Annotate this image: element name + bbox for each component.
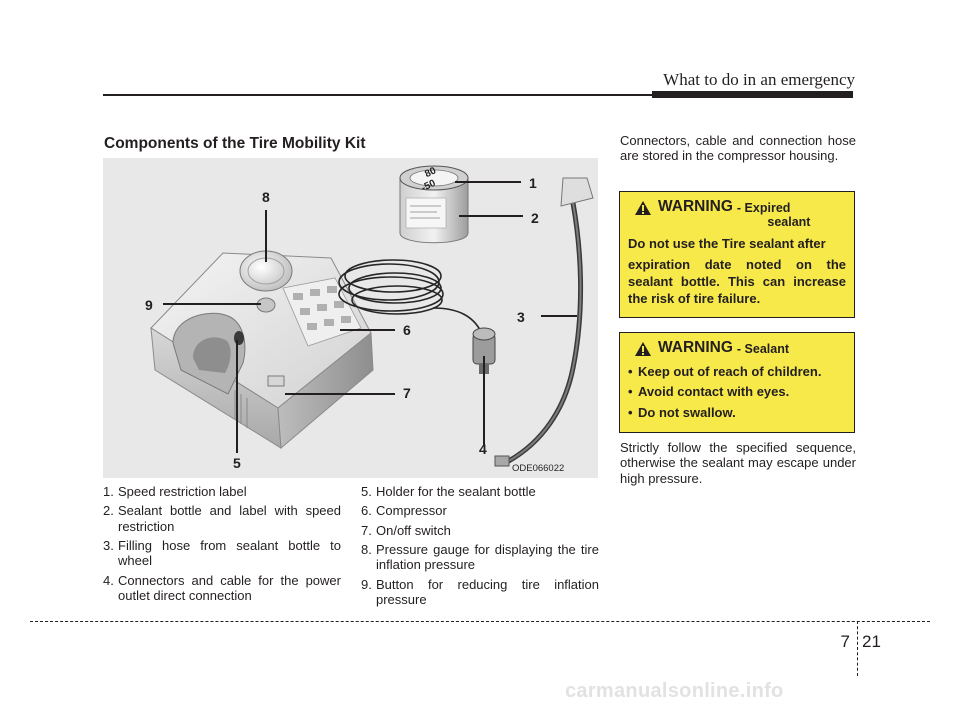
warning-word: WARNING: [658, 339, 733, 356]
footer-separator: [857, 621, 858, 676]
callout-7: 7: [403, 385, 411, 401]
page-number: 21: [862, 632, 881, 651]
warning-body: Do not use the Tire sealant after expira…: [628, 236, 846, 308]
warning-subtitle-line1: - Expired: [736, 201, 791, 215]
legend-item: 4.Connectors and cable for the power out…: [103, 573, 341, 604]
warning-subtitle: - Expired sealant: [737, 201, 841, 229]
callout-3: 3: [517, 309, 525, 325]
figure-code: ODE066022: [512, 463, 565, 474]
legend-number: 3.: [103, 537, 114, 553]
legend-text: Sealant bottle and label with speed rest…: [118, 503, 341, 534]
tire-mobility-kit-illustration: 80 -50 1 2 3 4 5 6 7 8 9: [103, 158, 598, 478]
warning-body-line2: expiration date noted on the sealant bot…: [628, 256, 846, 306]
footer-dashed-rule: [30, 621, 930, 622]
sealant-bottle: [399, 165, 469, 244]
warning-subtitle-line2: sealant: [767, 215, 811, 229]
legend-number: 4.: [103, 572, 114, 588]
callout-9: 9: [145, 297, 153, 313]
legend-item: 8.Pressure gauge for displaying the tire…: [361, 542, 599, 573]
legend-text: Filling hose from sealant bottle to whee…: [118, 537, 341, 569]
legend-text: Holder for the sealant bottle: [376, 484, 536, 499]
warning-triangle-icon: [635, 342, 651, 356]
section-title: Components of the Tire Mobility Kit: [104, 135, 366, 152]
warning-body-line1: Do not use the Tire sealant after: [628, 236, 826, 251]
warning-expired-sealant: WARNING - Expired sealant Do not use the…: [619, 191, 855, 318]
header-tab-bar: [652, 91, 853, 98]
legend-text: Button for reducing tire inflation press…: [376, 576, 599, 607]
warning-subtitle: - Sealant: [736, 342, 790, 356]
callout-8: 8: [262, 189, 270, 205]
warning-header: WARNING - Expired sealant: [628, 198, 846, 229]
watermark: carmanualsonline.info: [565, 680, 784, 702]
warning-triangle-icon: [635, 201, 651, 215]
filling-hose: [502, 200, 584, 466]
header-rule: [103, 94, 853, 96]
warning-header: WARNING - Sealant: [628, 339, 846, 357]
warning-list-item: Avoid contact with eyes.: [628, 384, 846, 401]
callout-5: 5: [233, 455, 241, 471]
legend-text: Speed restriction label: [118, 484, 247, 499]
callout-1: 1: [529, 175, 537, 191]
legend-item: 2.Sealant bottle and label with speed re…: [103, 503, 341, 534]
legend-number: 1.: [103, 484, 114, 499]
warning-word: WARNING: [658, 198, 733, 215]
legend-item: 1. Speed restriction label: [103, 484, 341, 499]
warning-list-item: Keep out of reach of children.: [628, 364, 846, 381]
legend-right-column: 5. Holder for the sealant bottle 6.Compre…: [361, 484, 599, 611]
legend-text: Pressure gauge for displaying the tire i…: [376, 541, 599, 573]
running-header: What to do in an emergency: [663, 70, 855, 89]
legend-item: 5. Holder for the sealant bottle: [361, 484, 599, 499]
legend-item: 9.Button for reducing tire inflation pre…: [361, 577, 599, 608]
callout-6: 6: [403, 322, 411, 338]
warning-list: Keep out of reach of children. Avoid con…: [628, 364, 846, 421]
legend-number: 7.: [361, 522, 372, 538]
power-plug: [472, 327, 496, 374]
section-number: 7: [840, 632, 850, 651]
warning-sealant: WARNING - Sealant Keep out of reach of c…: [619, 332, 855, 433]
legend-item: 7.On/off switch: [361, 523, 599, 538]
warning-list-item: Do not swallow.: [628, 405, 846, 422]
legend-left-column: 1. Speed restriction label 2.Sealant bott…: [103, 484, 341, 607]
legend-number: 9.: [361, 576, 372, 592]
legend-item: 3.Filling hose from sealant bottle to wh…: [103, 538, 341, 569]
gauge-mark-80: 80: [423, 165, 438, 180]
legend-number: 8.: [361, 541, 372, 557]
sequence-paragraph: Strictly follow the specified sequence, …: [620, 440, 856, 486]
compressor-side-face: [277, 331, 374, 450]
legend-text: Connectors and cable for the power outle…: [118, 572, 341, 603]
callout-4: 4: [479, 441, 487, 457]
storage-paragraph: Connectors, cable and connection hose ar…: [620, 133, 856, 164]
callout-2: 2: [531, 210, 539, 226]
legend-text: On/off switch: [376, 522, 451, 538]
legend-number: 5.: [361, 484, 372, 499]
legend-item: 6.Compressor: [361, 503, 599, 518]
legend-number: 2.: [103, 503, 114, 519]
legend-number: 6.: [361, 503, 372, 519]
legend-text: Compressor: [376, 503, 447, 519]
on-off-switch: [267, 375, 285, 387]
